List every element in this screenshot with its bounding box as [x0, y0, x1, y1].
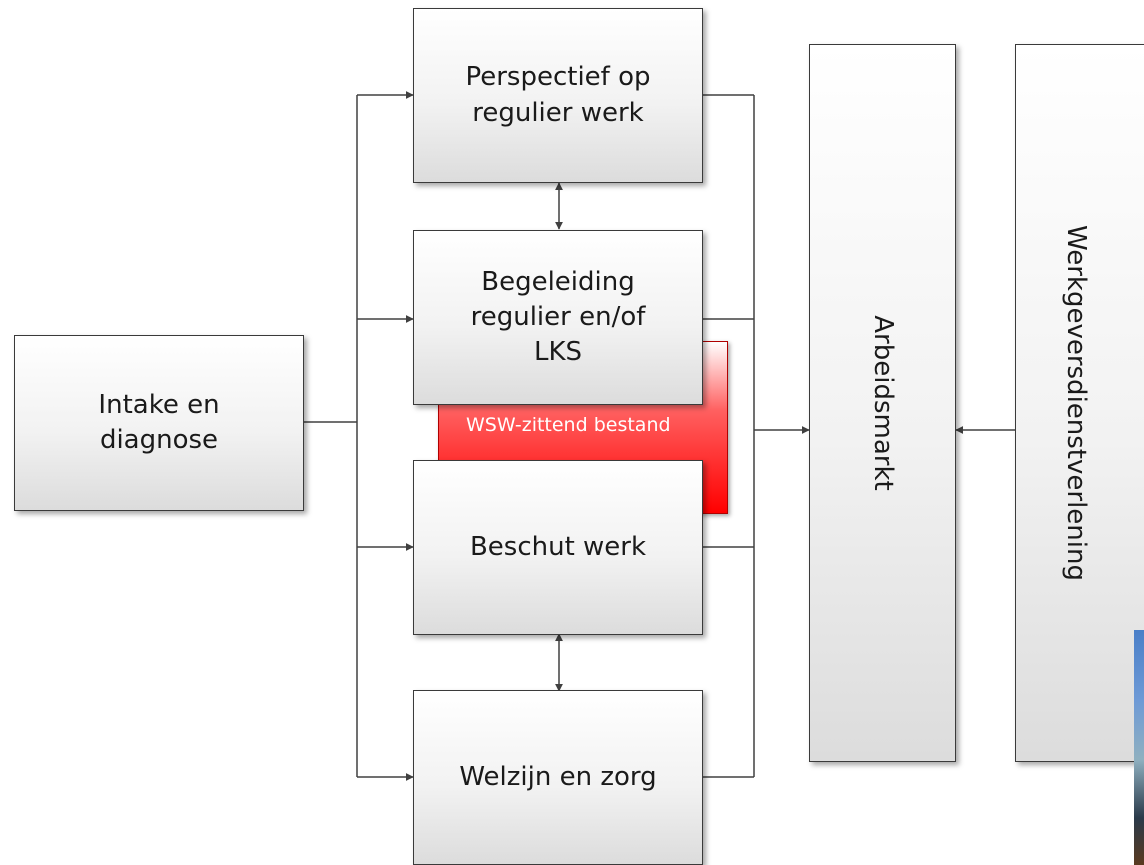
- photo-fragment: [1134, 630, 1144, 865]
- arbeidsmarkt-box: Arbeidsmarkt: [809, 44, 956, 762]
- werkgevers-label: Werkgeversdienstverlening: [1061, 225, 1091, 581]
- perspectief-box: Perspectief op regulier werk: [413, 8, 703, 183]
- wsw-label: WSW-zittend bestand: [466, 414, 671, 436]
- arbeidsmarkt-label: Arbeidsmarkt: [867, 315, 898, 491]
- beschut-box: Beschut werk: [413, 460, 703, 635]
- begeleiding-box: Begeleiding regulier en/of LKS: [413, 230, 703, 405]
- werkgevers-box: Werkgeversdienstverlening: [1015, 44, 1144, 762]
- intake-box: Intake en diagnose: [14, 335, 304, 511]
- welzijn-box: Welzijn en zorg: [413, 690, 703, 865]
